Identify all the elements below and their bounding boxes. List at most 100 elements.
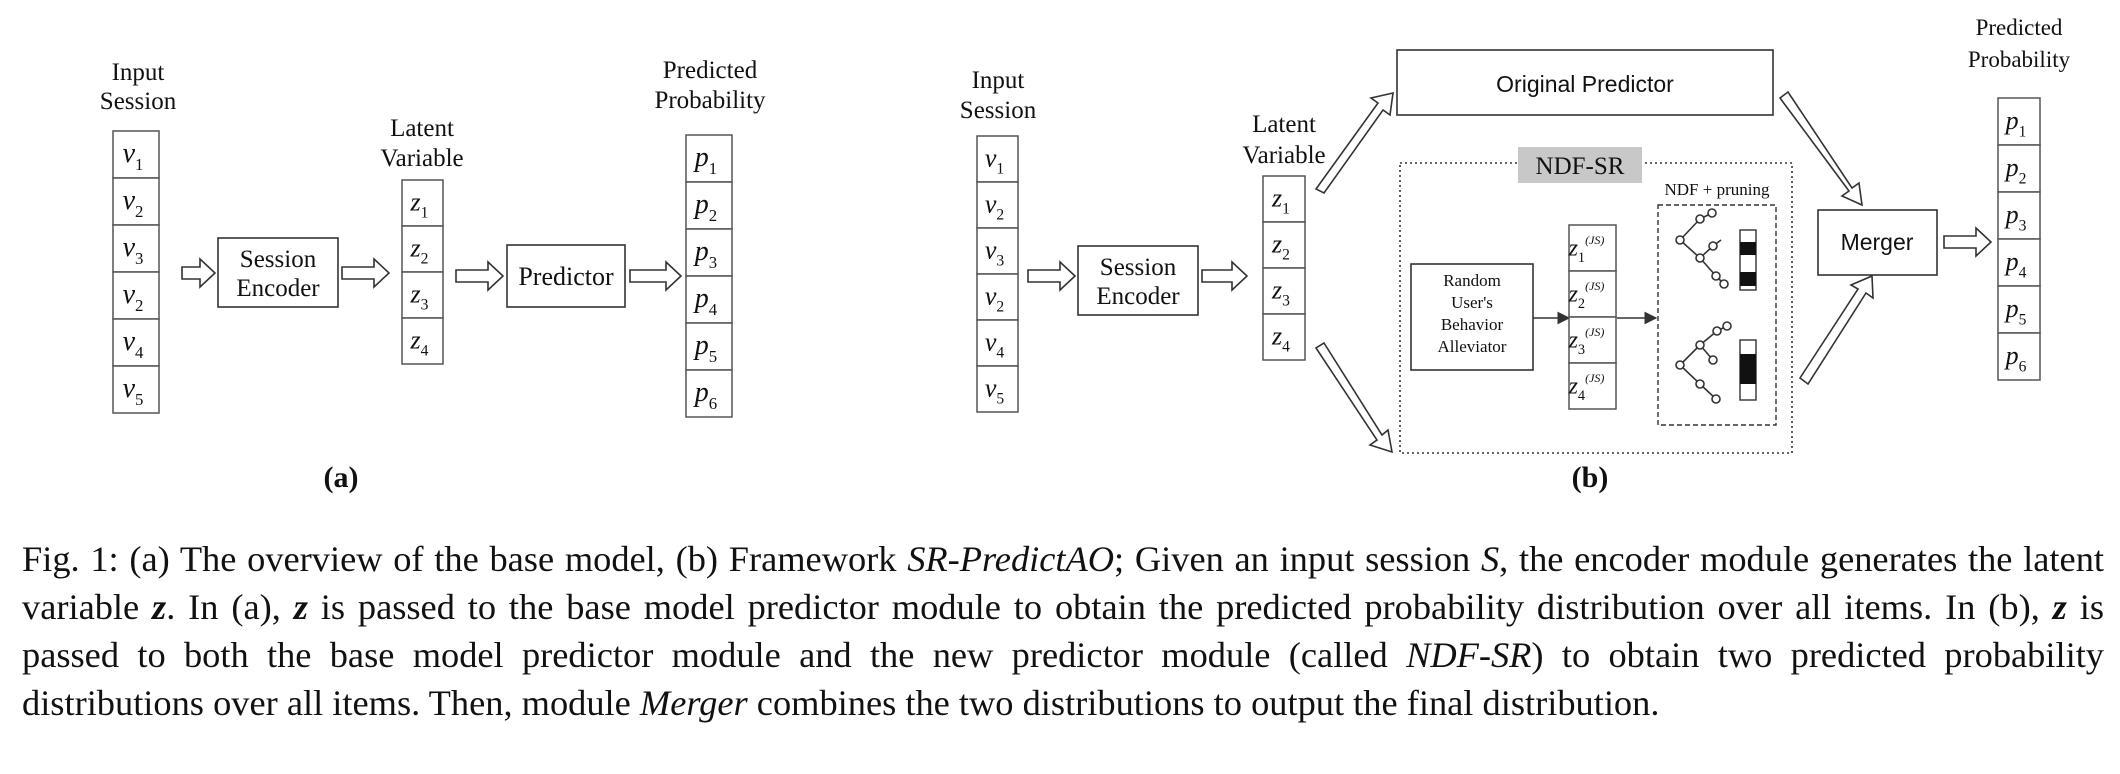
panel-a-output-cell: p6 <box>685 369 733 418</box>
panel-a-input-cell: v1 <box>112 130 160 179</box>
js-latent-vector: z1(JS)z2(JS)z3(JS)z4(JS) <box>1568 224 1617 410</box>
panel-b-output-cell: p1 <box>1997 97 2041 146</box>
panel-a-output-cell: p3 <box>685 228 733 277</box>
caption-text-3: , the encoder module generates the laten… <box>22 539 2105 627</box>
panel-a-arrow-input-encoder <box>181 257 217 289</box>
panel-b-latent-cell: z1 <box>1262 175 1306 223</box>
leaf-distribution-bar-1 <box>1739 229 1757 291</box>
panel-b-output-cell: p5 <box>1997 285 2041 334</box>
leaf-distribution-bar-2 <box>1739 339 1757 401</box>
js-latent-cell: z1(JS) <box>1568 224 1617 272</box>
panel-a-input-cell: v4 <box>112 318 160 367</box>
panel-a-latent-cell: z1 <box>401 179 444 227</box>
panel-b-latent-label-line1: Latent <box>1252 111 1316 138</box>
panel-a-output-cell: p5 <box>685 322 733 371</box>
alleviator-label-line3: Behavior <box>1441 315 1504 334</box>
panel-a-input-cell: v5 <box>112 365 160 414</box>
panel-b-input-cell: v4 <box>976 319 1019 367</box>
panel-b-input-cell: v5 <box>976 365 1019 413</box>
panel-b-arrow-original-to-merger <box>1778 90 1863 207</box>
panel-a-latent-cell: z4 <box>401 317 444 365</box>
panel-b-original-predictor-label: Original Predictor <box>1496 71 1674 97</box>
alleviator-box <box>1410 263 1534 371</box>
js-latent-cell: z4(JS) <box>1568 362 1617 410</box>
caption-text-6: is passed to both the base model predict… <box>22 587 2104 675</box>
panel-b-input-label-line1: Input <box>972 67 1025 94</box>
panel-b-encoder-label-line1: Session <box>1100 254 1177 281</box>
panel-b-input-cell: v1 <box>976 135 1019 183</box>
panel-b-input-cell: v2 <box>976 181 1019 229</box>
figure-caption: Fig. 1: (a) The overview of the base mod… <box>22 535 2104 727</box>
panel-a-encoder-label-line1: Session <box>240 246 317 273</box>
panel-a-output-cell: p2 <box>685 181 733 230</box>
panel-b-output-cell: p4 <box>1997 238 2041 287</box>
ndf-pruning-label: NDF + pruning <box>1665 180 1770 199</box>
panel-a-predictor-box <box>506 244 626 308</box>
alleviator-label-line1: Random <box>1443 271 1501 290</box>
caption-framework-name: SR-PredictAO <box>907 539 1115 579</box>
caption-text-8: combines the two distributions to output… <box>747 683 1660 723</box>
panel-b-latent-cell: z4 <box>1262 313 1306 361</box>
panel-b-output-cell: p6 <box>1997 332 2041 381</box>
panel-a-arrow-predictor-output <box>629 260 683 292</box>
panel-b-arrow-latent-ndf <box>1314 341 1394 454</box>
caption-latent-symbol-1: z <box>152 587 167 627</box>
caption-text-2: ; Given an input session <box>1114 539 1481 579</box>
caption-text-1: Fig. 1: (a) The overview of the base mod… <box>22 539 908 579</box>
panel-b-input-cell: v2 <box>976 273 1019 321</box>
merger-label: Merger <box>1841 229 1914 255</box>
panel-a-arrow-encoder-latent <box>341 257 391 289</box>
panel-b-encoder-label-line2: Encoder <box>1096 283 1180 310</box>
panel-a-input-cell: v3 <box>112 224 160 273</box>
panel-a-input-label-line1: Input <box>112 59 165 86</box>
panel-a-latent-label-line2: Variable <box>380 145 463 172</box>
panel-b-latent-cell: z3 <box>1262 267 1306 315</box>
panel-b-input-cell: v3 <box>976 227 1019 275</box>
alleviator-label-line2: User's <box>1451 293 1493 312</box>
caption-text-5: is passed to the base model predictor mo… <box>307 587 2053 627</box>
panel-b-original-predictor-box <box>1396 49 1774 116</box>
alleviator-label-line4: Alleviator <box>1438 337 1507 356</box>
panel-a-tag: (a) <box>324 461 359 494</box>
panel-b-arrow-ndf-to-merger <box>1798 274 1874 386</box>
decision-tree-icon-1 <box>1675 208 1729 289</box>
panel-a-output-cell: p4 <box>685 275 733 324</box>
panel-a-output-label-line2: Probability <box>654 87 766 114</box>
panel-b-latent-label-line2: Variable <box>1242 142 1325 169</box>
panel-b-output-label-line1: Predicted <box>1976 15 2063 40</box>
panel-a-predictor-label: Predictor <box>518 262 614 291</box>
decision-tree-icon-2 <box>1675 321 1732 404</box>
caption-latent-symbol-3: z <box>2052 587 2067 627</box>
panel-a-latent-cell: z3 <box>401 271 444 319</box>
caption-merger-name: Merger <box>639 683 748 723</box>
ndf-sr-title: NDF-SR <box>1536 153 1625 180</box>
panel-a-arrow-latent-predictor <box>455 260 505 292</box>
js-latent-cell: z2(JS) <box>1568 270 1617 318</box>
caption-text-7: ) to obtain two predicted probability di… <box>22 635 2104 723</box>
panel-b-output-label-line2: Probability <box>1968 47 2071 72</box>
caption-session-symbol: S <box>1480 539 1500 579</box>
panel-a-output-cell: p1 <box>685 134 733 183</box>
panel-b-arrow-input-encoder <box>1027 260 1077 292</box>
panel-a-latent-label-line1: Latent <box>390 115 454 142</box>
panel-b-latent-cell: z2 <box>1262 221 1306 269</box>
merger-box <box>1817 209 1938 276</box>
panel-a-output-label-line1: Predicted <box>663 57 758 84</box>
panel-b-input-label-line2: Session <box>960 97 1037 124</box>
panel-b-arrow-encoder-latent <box>1201 260 1249 292</box>
caption-text-4: . In (a), <box>166 587 294 627</box>
panel-a-session-encoder-box <box>217 237 339 308</box>
panel-a-encoder-label-line2: Encoder <box>236 275 320 302</box>
ndf-sr-title-background <box>1518 147 1642 183</box>
panel-b-arrow-merger-output <box>1943 226 1993 258</box>
panel-b-session-encoder-box <box>1077 245 1199 316</box>
caption-ndf-sr-name: NDF-SR <box>1406 635 1532 675</box>
